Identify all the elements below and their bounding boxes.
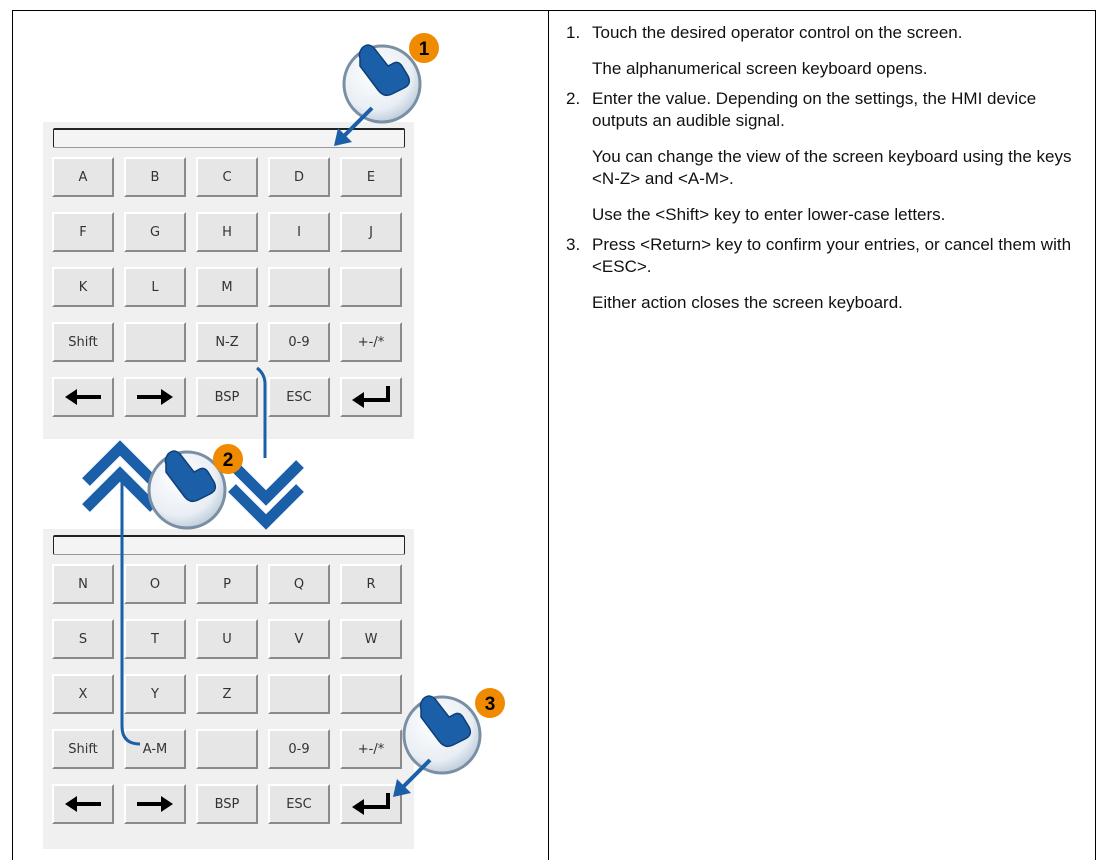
key-0-9[interactable]: 0-9 — [268, 729, 330, 769]
key-l[interactable]: L — [124, 267, 186, 307]
key-n-z[interactable]: N-Z — [196, 322, 258, 362]
key-symbols[interactable]: +-/* — [340, 322, 402, 362]
key-a[interactable]: A — [52, 157, 114, 197]
key-f[interactable]: F — [52, 212, 114, 252]
left-arrow-key[interactable] — [52, 784, 114, 824]
key-k[interactable]: K — [52, 267, 114, 307]
step-text: Enter the value. Depending on the settin… — [592, 89, 1037, 130]
key-q[interactable]: Q — [268, 564, 330, 604]
blank-key[interactable] — [196, 729, 258, 769]
figure-table-frame — [12, 10, 1096, 860]
blank-key[interactable] — [340, 674, 402, 714]
key-o[interactable]: O — [124, 564, 186, 604]
key-esc[interactable]: ESC — [268, 377, 330, 417]
instructions-column: 1. Touch the desired operator control on… — [566, 22, 1086, 322]
right-arrow-key[interactable] — [124, 377, 186, 417]
step-result: The alphanumerical screen keyboard opens… — [592, 59, 928, 78]
key-j[interactable]: J — [340, 212, 402, 252]
key-bsp[interactable]: BSP — [196, 784, 258, 824]
key-m[interactable]: M — [196, 267, 258, 307]
key-v[interactable]: V — [268, 619, 330, 659]
column-divider — [548, 10, 549, 860]
left-arrow-key[interactable] — [52, 377, 114, 417]
key-symbols[interactable]: +-/* — [340, 729, 402, 769]
key-i[interactable]: I — [268, 212, 330, 252]
step-result: Either action closes the screen keyboard… — [592, 293, 903, 312]
step-text: Touch the desired operator control on th… — [592, 23, 963, 42]
right-arrow-key[interactable] — [124, 784, 186, 824]
return-arrow-key[interactable] — [340, 377, 402, 417]
key-e[interactable]: E — [340, 157, 402, 197]
key-esc[interactable]: ESC — [268, 784, 330, 824]
key-n[interactable]: N — [52, 564, 114, 604]
blank-key[interactable] — [268, 674, 330, 714]
right-arrow-icon — [135, 795, 175, 813]
left-arrow-icon — [63, 388, 103, 406]
key-z[interactable]: Z — [196, 674, 258, 714]
step-3: 3. Press <Return> key to confirm your en… — [566, 234, 1086, 314]
return-arrow-key[interactable] — [340, 784, 402, 824]
step-text: Press <Return> key to confirm your entri… — [592, 235, 1072, 276]
key-d[interactable]: D — [268, 157, 330, 197]
key-shift[interactable]: Shift — [52, 729, 114, 769]
key-0-9[interactable]: 0-9 — [268, 322, 330, 362]
key-g[interactable]: G — [124, 212, 186, 252]
keyboard-input-field[interactable] — [53, 128, 405, 148]
return-arrow-icon — [350, 792, 392, 816]
blank-key[interactable] — [268, 267, 330, 307]
step-number: 2. — [566, 89, 581, 108]
key-h[interactable]: H — [196, 212, 258, 252]
step-result: Use the <Shift> key to enter lower-case … — [592, 205, 946, 224]
step-result: You can change the view of the screen ke… — [592, 147, 1072, 188]
key-t[interactable]: T — [124, 619, 186, 659]
key-r[interactable]: R — [340, 564, 402, 604]
key-bsp[interactable]: BSP — [196, 377, 258, 417]
key-c[interactable]: C — [196, 157, 258, 197]
blank-key[interactable] — [340, 267, 402, 307]
key-w[interactable]: W — [340, 619, 402, 659]
right-arrow-icon — [135, 388, 175, 406]
key-s[interactable]: S — [52, 619, 114, 659]
left-arrow-icon — [63, 795, 103, 813]
step-2: 2. Enter the value. Depending on the set… — [566, 88, 1086, 226]
key-x[interactable]: X — [52, 674, 114, 714]
key-shift[interactable]: Shift — [52, 322, 114, 362]
key-a-m[interactable]: A-M — [124, 729, 186, 769]
key-p[interactable]: P — [196, 564, 258, 604]
key-u[interactable]: U — [196, 619, 258, 659]
blank-key[interactable] — [124, 322, 186, 362]
key-b[interactable]: B — [124, 157, 186, 197]
keyboard-input-field[interactable] — [53, 535, 405, 555]
step-number: 3. — [566, 235, 581, 254]
key-y[interactable]: Y — [124, 674, 186, 714]
step-number: 1. — [566, 23, 581, 42]
step-1: 1. Touch the desired operator control on… — [566, 22, 1086, 80]
return-arrow-icon — [350, 385, 392, 409]
